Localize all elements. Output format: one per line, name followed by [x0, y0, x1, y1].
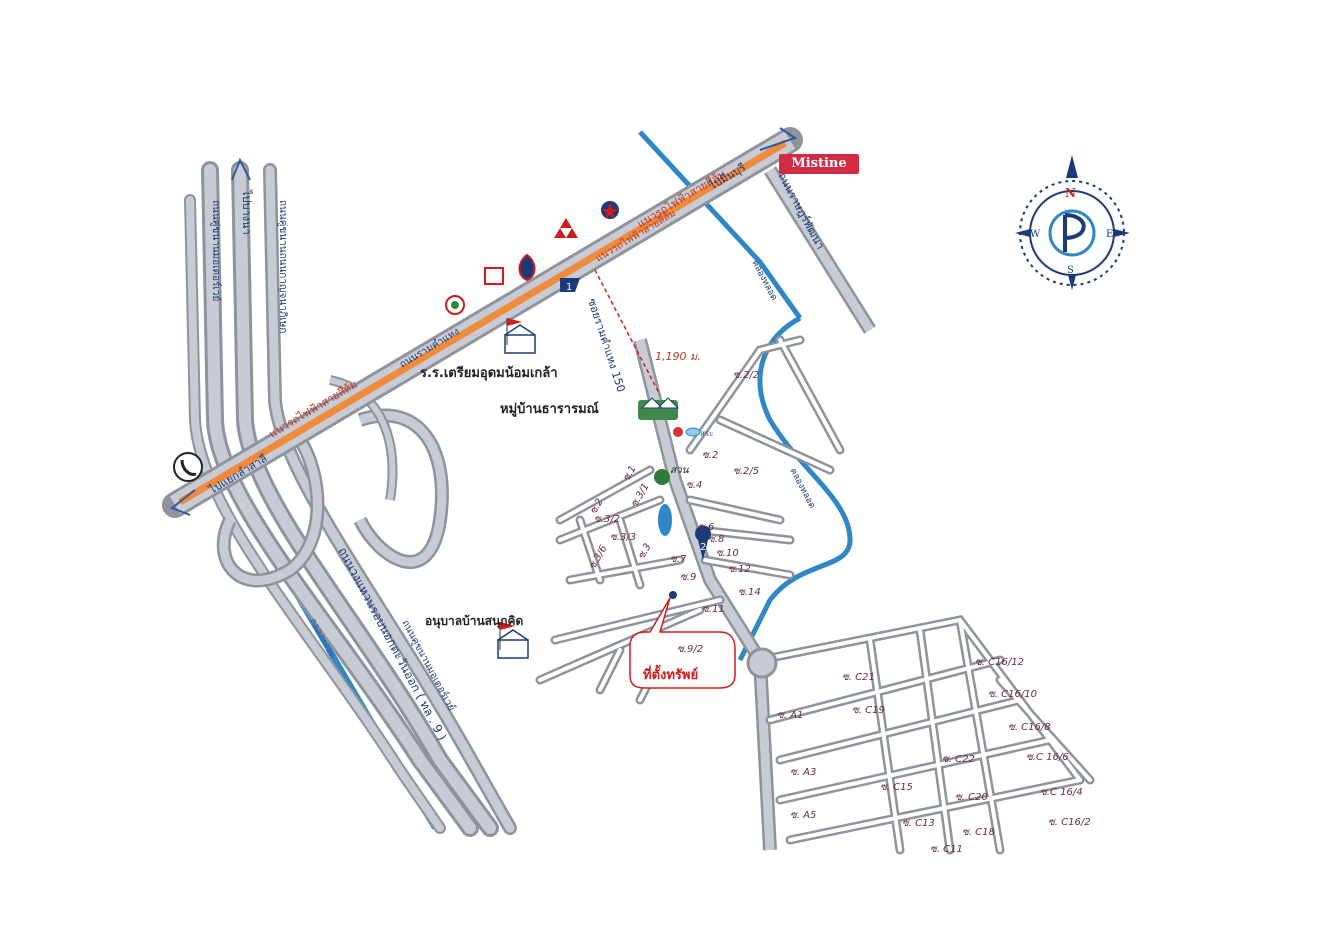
motorway [184, 161, 517, 837]
grid-label: ซ. A1 [777, 710, 803, 721]
grid-label: ซ. A5 [790, 810, 816, 821]
motorway-service-label: ถนนคู่ขนานมอเตอร์เวย์ [210, 200, 222, 301]
rat-phatthana-label: ถนนราษฎร์พัฒนา [775, 170, 826, 251]
soi-label: ซ.6 [698, 522, 714, 533]
grid-label: ซ.C 16/6 [1026, 752, 1069, 763]
pin-red-icon [673, 427, 683, 437]
grid-label: ซ. C11 [930, 844, 963, 855]
canal-khlong [737, 315, 853, 662]
to-minburi-arrow [759, 127, 798, 151]
school-label: ร.ร.เตรียมอุดมน้อมเกล้า [420, 366, 558, 381]
grid-label: ซ. C22 [942, 754, 975, 765]
village-label: หมู่บ้านธารารมณ์ [500, 402, 599, 417]
kindergarten-label: อนุบาลบ้านสนุกคิด [425, 614, 524, 628]
distance-dash [594, 269, 661, 396]
grid-label: ซ. C16/8 [1008, 722, 1051, 733]
kindergarten-icon [497, 622, 529, 659]
grid-label: ซ. C13 [902, 818, 935, 829]
mitsubishi-icon [554, 218, 578, 238]
to-bangna-label: ไปบางนา [240, 189, 253, 235]
grid-label: ซ.C 16/4 [1040, 787, 1083, 798]
soi-label: ซ.3/3 [610, 532, 636, 543]
grid-label: ซ. C16/12 [975, 657, 1024, 668]
property-pin [669, 591, 677, 599]
grid-label: ซ. A3 [790, 767, 816, 778]
phone-icon [173, 452, 203, 482]
soi-label: ซ.3 [636, 542, 654, 562]
soi-label: ซ.8 [708, 534, 724, 545]
school-icon [504, 318, 536, 354]
soi-150-label: ซอยรามคำแหง 150 [585, 297, 628, 394]
grid-label: ซ. C16/10 [988, 689, 1037, 700]
soi-label: ซ.7 [670, 554, 687, 565]
mistine-sign: Mistine [779, 154, 859, 174]
soi-label: ซ.12 [728, 564, 751, 575]
distance-label: 1,190 ม. [655, 350, 701, 363]
compass-e: E [1106, 229, 1113, 240]
interchange [216, 375, 449, 588]
grid-label: ซ. C20 [955, 792, 988, 803]
village-icon [638, 397, 680, 420]
marker-2-icon [695, 525, 711, 560]
park-icon [654, 469, 670, 485]
soi-label: ซ.3/2 [594, 514, 620, 525]
marker-1-icon [560, 278, 580, 292]
compass-rose [1015, 155, 1130, 290]
soi-label: ซ.2/5 [733, 466, 759, 477]
property-label: ที่ตั้งทรัพย์ [643, 668, 699, 683]
compass-w: W [1030, 229, 1041, 240]
soi-label: ซ.2/2 [733, 370, 759, 381]
grid-label: ซ. C19 [852, 705, 885, 716]
to-bangna-arrow [231, 157, 251, 181]
park-label: สวน [670, 465, 690, 476]
pool-label: สระ [700, 429, 713, 438]
grid-label: ซ. C15 [880, 782, 913, 793]
compass-n: N [1065, 186, 1076, 200]
soi-label: ซ.14 [738, 587, 761, 598]
soi-label: ซ.9 [680, 572, 696, 583]
to-lamsali-arrow [170, 489, 196, 516]
soi-label: ซ.10 [716, 548, 739, 559]
grid-label: ซ. C21 [842, 672, 875, 683]
roundabout [746, 647, 778, 679]
marker-1-label: 1 [566, 282, 572, 293]
pond-icon [658, 504, 672, 536]
soi-label: ซ.4 [686, 480, 702, 491]
ptt-icon [518, 253, 536, 282]
marker-2-label: 2 [700, 542, 706, 553]
property-soi-label: ซ.9/2 [677, 644, 703, 655]
bus-route-label: ถนนคู่ขนานถนนกาญจนาภิเษก [277, 200, 288, 333]
soi-label: ซ.11 [702, 604, 725, 615]
grid-label: ซ. C16/2 [1048, 817, 1091, 828]
pool-icon [685, 427, 701, 437]
property-callout [629, 597, 736, 689]
compass-s: S [1067, 265, 1074, 276]
soi-label: ซ.2 [702, 450, 718, 461]
canal-ramkhamhaeng [638, 130, 803, 320]
orange-line [178, 139, 787, 506]
honda-icon [484, 267, 504, 285]
grid-label: ซ. C18 [962, 827, 995, 838]
